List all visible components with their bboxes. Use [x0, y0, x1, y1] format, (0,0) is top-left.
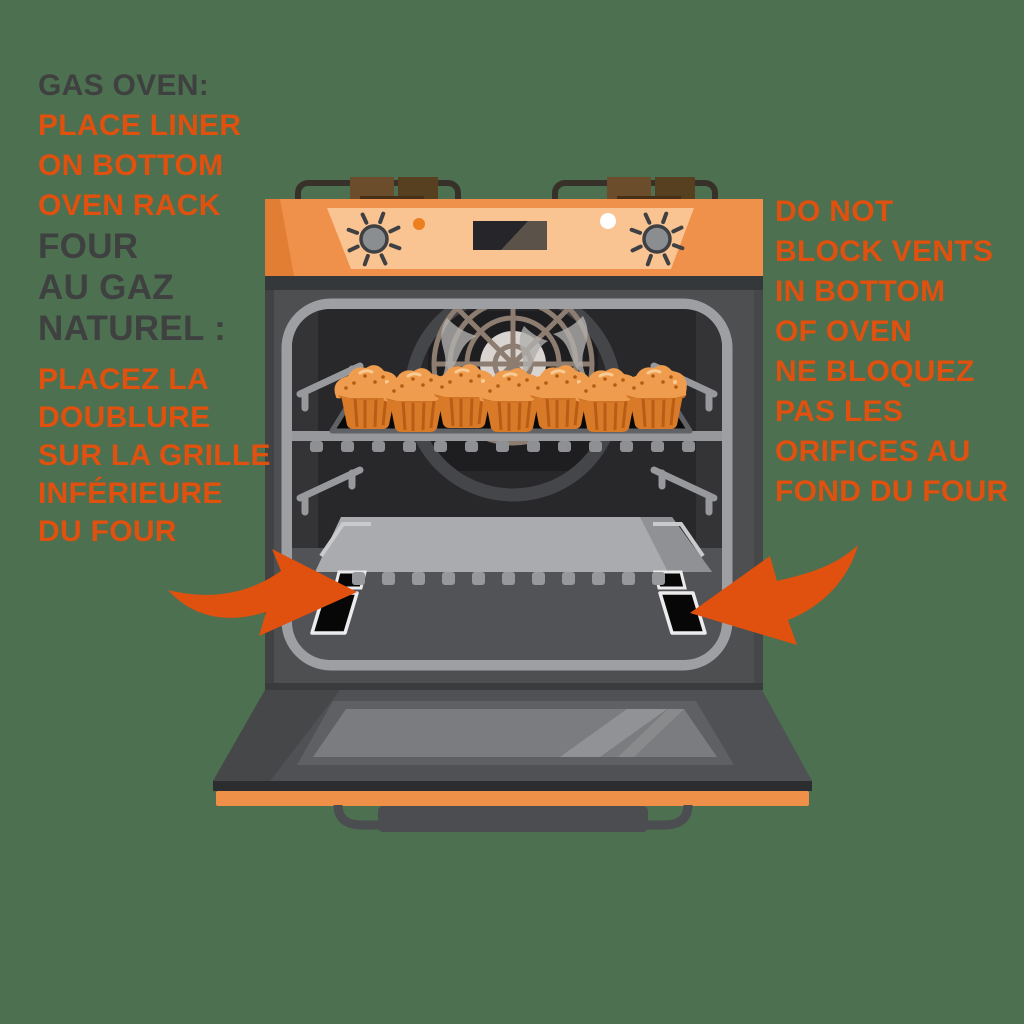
instruction-line: ON BOTTOM [38, 149, 224, 182]
instruction-line: OF OVEN [775, 315, 913, 348]
oven-rack-top [292, 431, 722, 452]
instruction-line: IN BOTTOM [775, 275, 946, 308]
instruction-line: PLACE LINER [38, 109, 242, 142]
arrow-left-icon [168, 549, 357, 636]
instruction-line: GAS OVEN: [38, 69, 210, 102]
left-instruction-text: GAS OVEN: PLACE LINER ON BOTTOM OVEN RAC… [38, 66, 271, 551]
control-panel [265, 199, 763, 276]
right-instruction-text: DO NOT BLOCK VENTS IN BOTTOM OF OVEN NE … [775, 192, 1009, 512]
vent-large-right [658, 591, 707, 635]
instruction-line: DOUBLURE [38, 401, 211, 434]
instruction-line: AU GAZ [38, 268, 174, 307]
instruction-line: NE BLOQUEZ [775, 355, 975, 388]
oven-liner [315, 517, 712, 572]
instruction-line: DU FOUR [38, 515, 177, 548]
instruction-line: FOUR [38, 227, 139, 266]
instruction-line: FOND DU FOUR [775, 475, 1009, 508]
instruction-line: PLACEZ LA [38, 363, 210, 396]
instruction-line: SUR LA GRILLE [38, 439, 271, 472]
instruction-line: BLOCK VENTS [775, 235, 994, 268]
display-screen [473, 221, 547, 250]
instruction-line: PAS LES [775, 395, 904, 428]
indicator-dot-orange [413, 218, 425, 230]
door-handle [333, 804, 693, 832]
oven-door [213, 683, 812, 832]
instruction-line: OVEN RACK [38, 189, 221, 222]
bottom-rack-tabs [352, 572, 665, 585]
instruction-line: DO NOT [775, 195, 894, 228]
oven-cavity [292, 309, 722, 660]
instruction-line: NATUREL : [38, 309, 227, 348]
indicator-dot-white [600, 213, 616, 229]
steam-icon [441, 316, 588, 380]
instruction-line: ORIFICES AU [775, 435, 971, 468]
instruction-line: INFÉRIEURE [38, 477, 223, 510]
arrow-right-icon [690, 545, 858, 645]
